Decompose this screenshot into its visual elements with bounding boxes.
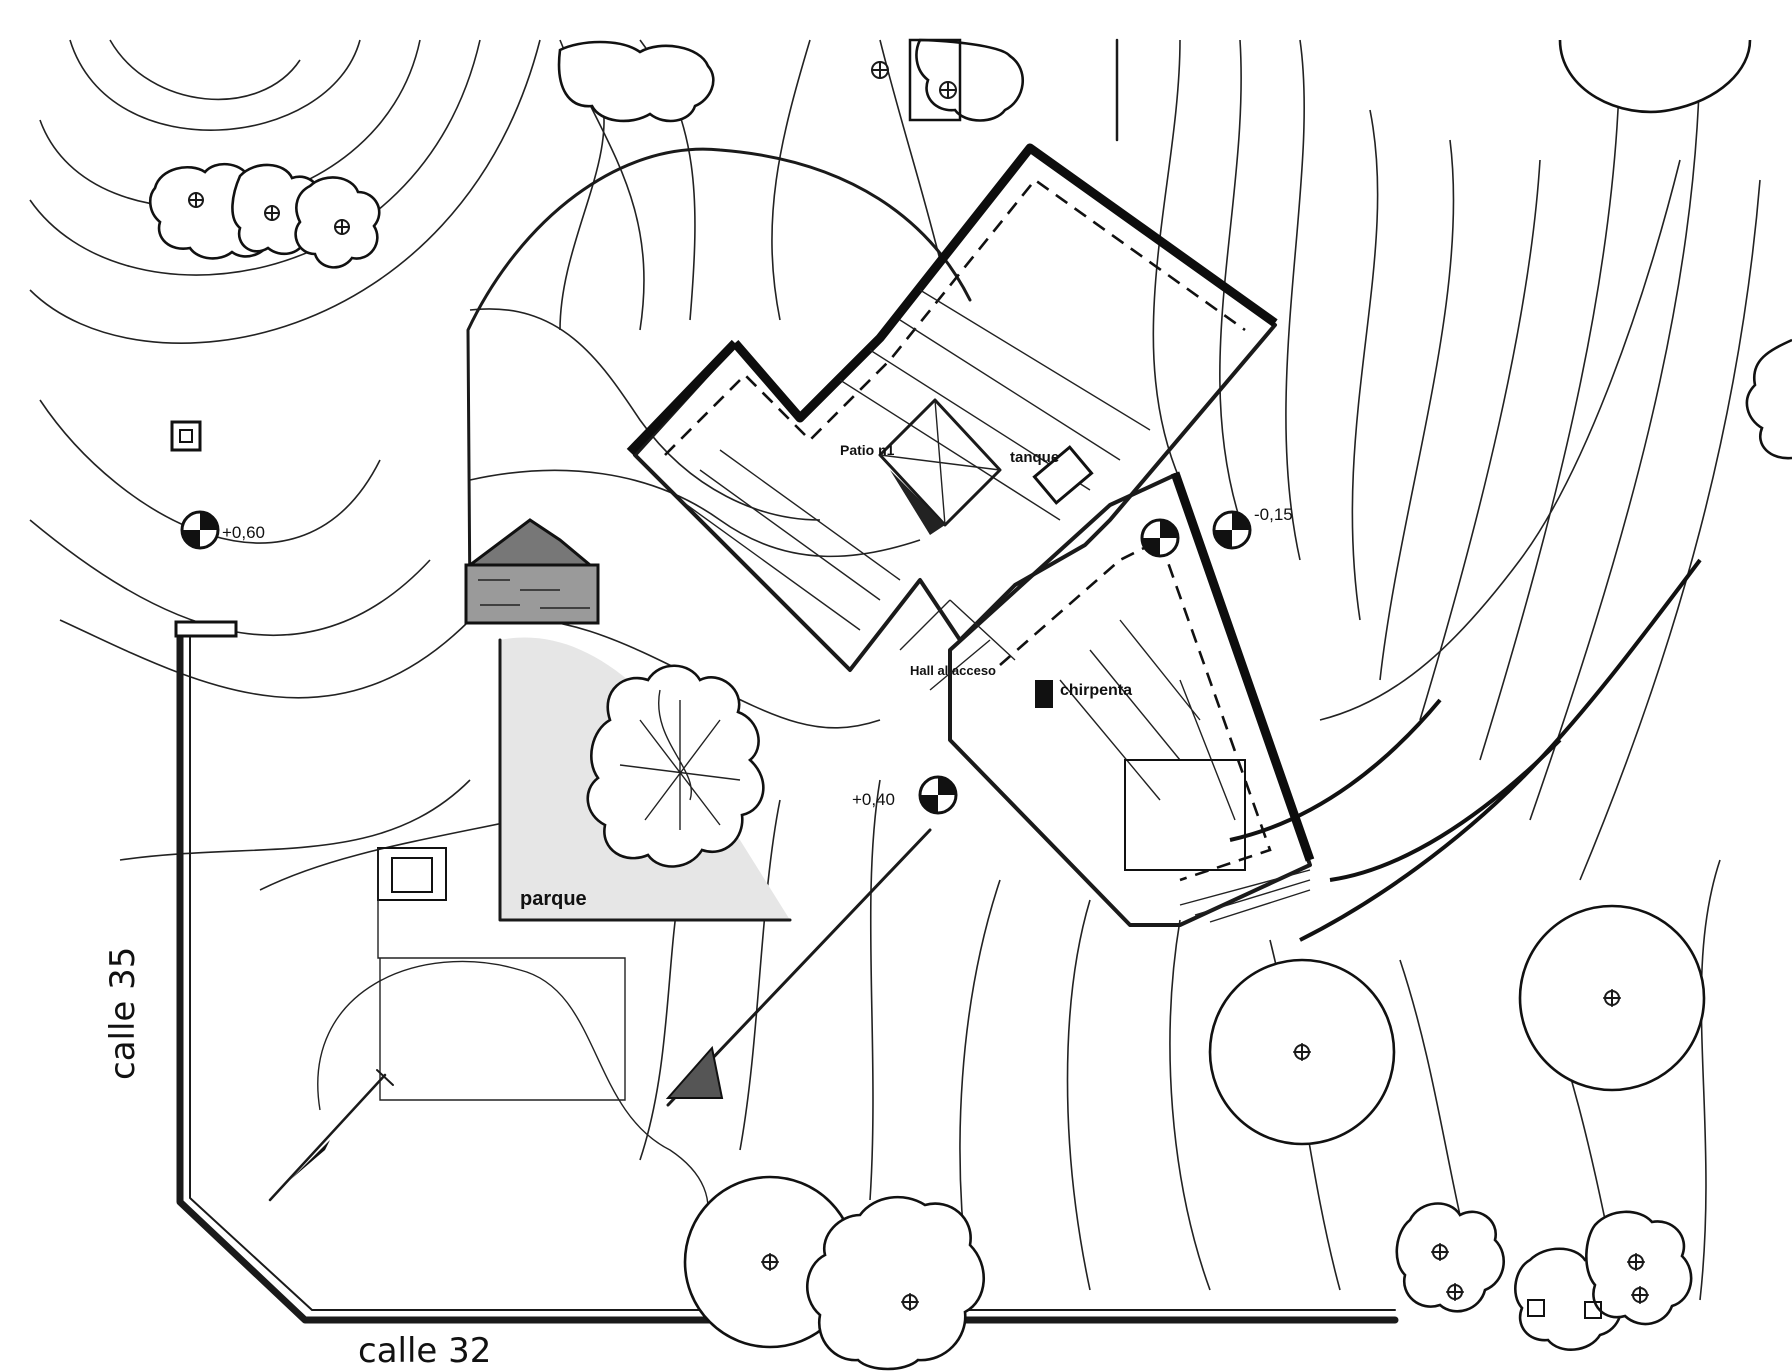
tree-garden — [586, 664, 765, 868]
label-hall: Hall al acceso — [910, 663, 996, 678]
label-tanque: tanque — [1010, 449, 1059, 466]
level-marker-building-icon — [1140, 518, 1180, 558]
label-patio: Patio n1 — [840, 442, 895, 458]
street-side: calle 35 — [103, 947, 143, 1080]
tree-cluster-north — [557, 38, 1025, 123]
level-east: -0,15 — [1254, 505, 1293, 524]
tree-southeast-2 — [1518, 904, 1706, 1092]
tree-southeast-1 — [1208, 958, 1396, 1146]
building — [626, 143, 1315, 927]
tree-northeast — [1558, 39, 1752, 114]
level-west: +0,60 — [222, 523, 265, 542]
tree-south-2 — [806, 1195, 985, 1371]
level-marker-west-icon — [180, 510, 220, 550]
level-entry: +0,40 — [852, 790, 895, 809]
trees — [149, 38, 1792, 1371]
utility-box-icon — [170, 420, 202, 452]
label-garden: parque — [520, 888, 587, 910]
tree-cluster-northwest — [149, 162, 381, 269]
level-marker-entry-icon — [918, 775, 958, 815]
bush-cluster-southeast — [1395, 1202, 1693, 1351]
street-front: calle 32 — [358, 1331, 491, 1371]
symbols — [170, 420, 1252, 815]
bush-east — [1745, 338, 1792, 460]
level-marker-east-icon — [1212, 510, 1252, 550]
labels: Patio n1 tanque chirpenta Hall al acceso… — [103, 442, 1293, 1371]
label-chirpenta: chirpenta — [1060, 682, 1132, 699]
